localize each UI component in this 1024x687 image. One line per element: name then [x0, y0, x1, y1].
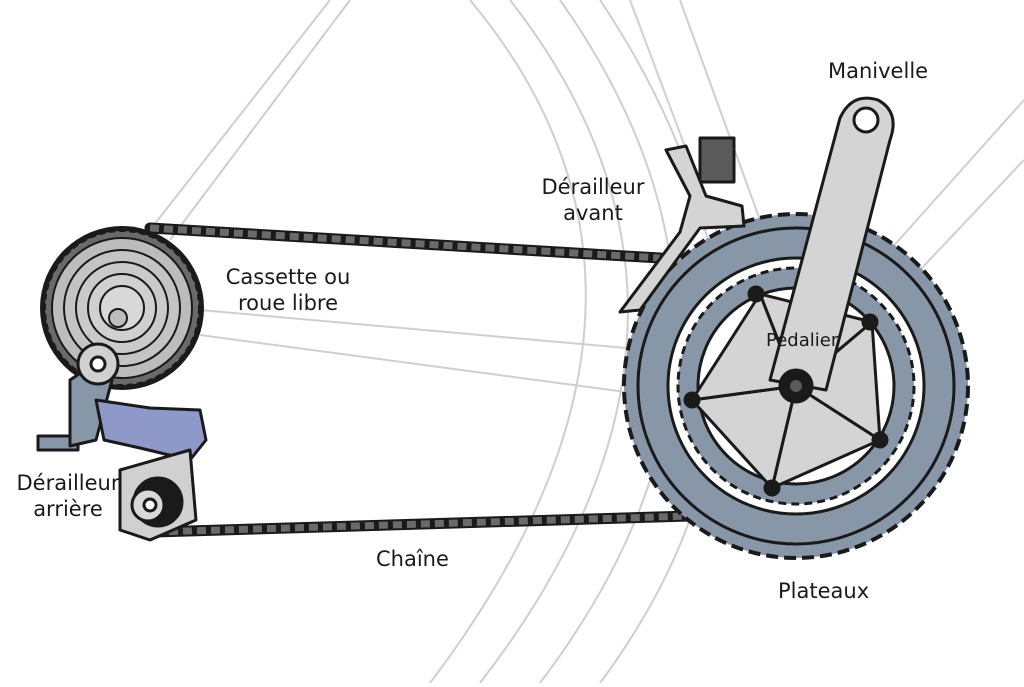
crank-arm	[683, 96, 895, 497]
label-crank: Manivelle	[828, 59, 929, 83]
label-bottom-bracket: Pédalier	[766, 330, 839, 351]
label-rear-derailleur-line2: arrière	[33, 497, 103, 521]
label-rear-derailleur-line1: Dérailleur	[16, 471, 120, 495]
cassette	[40, 226, 204, 390]
label-cassette-line1: Cassette ou	[225, 265, 351, 289]
label-cassette: Cassette ou roue libre	[208, 264, 368, 316]
label-chainrings: Plateaux	[778, 579, 870, 603]
label-chain: Chaîne	[376, 547, 449, 571]
chain-lower	[149, 510, 696, 538]
front-derailleur	[618, 136, 746, 314]
label-rear-derailleur: Dérailleur arrière	[4, 470, 132, 522]
label-front-derailleur-line2: avant	[563, 201, 623, 225]
chain-upper	[144, 222, 666, 264]
label-front-derailleur-line1: Dérailleur	[541, 175, 645, 199]
label-front-derailleur: Dérailleur avant	[528, 174, 658, 226]
label-cassette-line2: roue libre	[237, 291, 339, 315]
rear-derailleur	[36, 342, 208, 542]
